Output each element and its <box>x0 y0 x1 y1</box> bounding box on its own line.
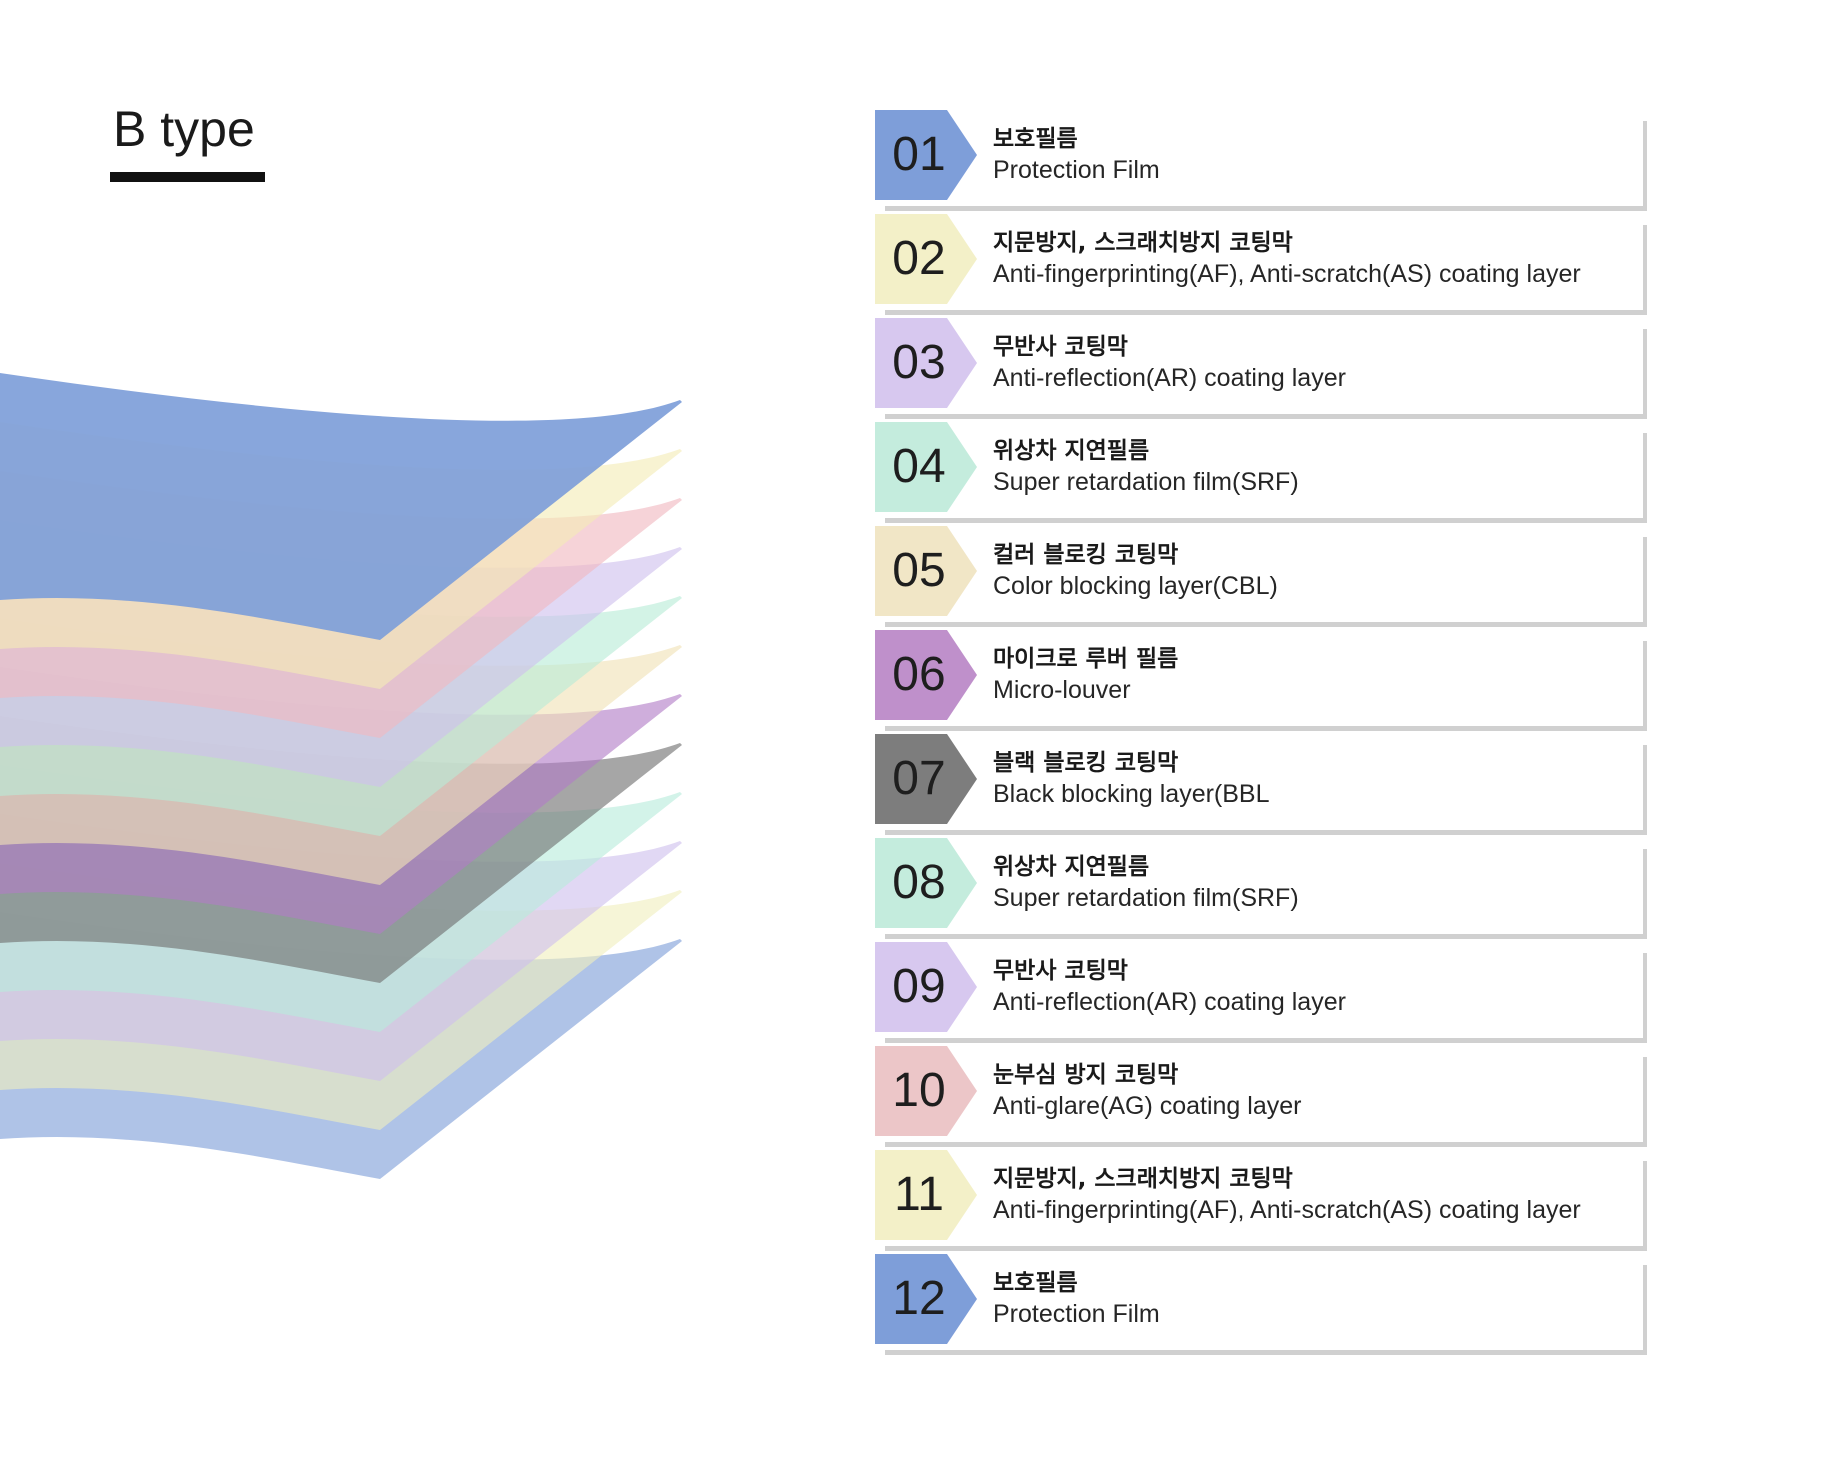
layer-card <box>881 740 1643 830</box>
layer-card <box>881 1260 1643 1350</box>
layer-name-korean: 무반사 코팅막 <box>993 334 1128 360</box>
layer-name-english: Anti-fingerprinting(AF), Anti-scratch(AS… <box>993 1196 1581 1224</box>
layer-name-korean: 컬러 블로킹 코팅막 <box>993 542 1179 568</box>
layer-name-english: Protection Film <box>993 1300 1160 1328</box>
layer-name-korean: 위상차 지연필름 <box>993 854 1150 880</box>
layer-sheet <box>0 373 682 640</box>
layer-name-english: Anti-glare(AG) coating layer <box>993 1092 1302 1120</box>
layer-name-korean: 지문방지, 스크래치방지 코팅막 <box>993 1166 1293 1192</box>
layer-item: 12 보호필름 Protection Film <box>875 1254 1645 1358</box>
layer-name-korean: 보호필름 <box>993 1270 1078 1296</box>
layer-name-english: Anti-reflection(AR) coating layer <box>993 988 1346 1016</box>
layer-name-english: Super retardation film(SRF) <box>993 884 1299 912</box>
layer-number: 02 <box>892 232 946 285</box>
layer-name-korean: 블랙 블로킹 코팅막 <box>993 750 1179 776</box>
layer-text: 위상차 지연필름 Super retardation film(SRF) <box>993 852 1299 914</box>
layer-name-english: Color blocking layer(CBL) <box>993 572 1278 600</box>
layer-number: 05 <box>892 544 946 597</box>
layer-text: 보호필름 Protection Film <box>993 1268 1160 1330</box>
layer-item: 01 보호필름 Protection Film <box>875 110 1645 214</box>
layer-card <box>881 636 1643 726</box>
layer-card <box>881 1156 1643 1246</box>
layer-number: 10 <box>892 1064 946 1117</box>
layer-text: 블랙 블로킹 코팅막 Black blocking layer(BBL <box>993 748 1270 810</box>
layer-name-english: Super retardation film(SRF) <box>993 468 1299 496</box>
layer-number: 01 <box>892 128 946 181</box>
layer-item: 03 무반사 코팅막 Anti-reflection(AR) coating lay… <box>875 318 1645 422</box>
layer-item: 02 지문방지, 스크래치방지 코팅막 Anti-fingerprinting(AF… <box>875 214 1645 318</box>
title-underline <box>110 172 265 182</box>
layer-name-korean: 마이크로 루버 필름 <box>993 646 1179 672</box>
layer-name-korean: 위상차 지연필름 <box>993 438 1150 464</box>
layer-card <box>881 532 1643 622</box>
layer-text: 마이크로 루버 필름 Micro-louver <box>993 644 1178 706</box>
layer-text: 무반사 코팅막 Anti-reflection(AR) coating layer <box>993 956 1346 1018</box>
layer-card <box>881 220 1643 310</box>
layer-number: 04 <box>892 440 946 493</box>
layer-item: 08 위상차 지연필름 Super retardation film(SRF) <box>875 838 1645 942</box>
layer-name-korean: 무반사 코팅막 <box>993 958 1128 984</box>
layer-name-english: Anti-reflection(AR) coating layer <box>993 364 1346 392</box>
layer-text: 보호필름 Protection Film <box>993 124 1160 186</box>
layer-item: 10 눈부심 방지 코팅막 Anti-glare(AG) coating layer <box>875 1046 1645 1150</box>
layer-card <box>881 116 1643 206</box>
layer-text: 무반사 코팅막 Anti-reflection(AR) coating layer <box>993 332 1346 394</box>
layer-name-english: Protection Film <box>993 156 1160 184</box>
layer-number: 08 <box>892 856 946 909</box>
layer-name-korean: 지문방지, 스크래치방지 코팅막 <box>993 230 1293 256</box>
layer-card <box>881 844 1643 934</box>
layer-card <box>881 428 1643 518</box>
layer-item: 05 컬러 블로킹 코팅막 Color blocking layer(CBL) <box>875 526 1645 630</box>
layer-number: 07 <box>892 752 946 805</box>
layer-item: 06 마이크로 루버 필름 Micro-louver <box>875 630 1645 734</box>
layer-name-english: Black blocking layer(BBL <box>993 780 1270 808</box>
layer-name-english: Anti-fingerprinting(AF), Anti-scratch(AS… <box>993 260 1581 288</box>
layer-text: 지문방지, 스크래치방지 코팅막 Anti-fingerprinting(AF),… <box>993 1164 1581 1226</box>
layer-card <box>881 1052 1643 1142</box>
layer-number: 03 <box>892 336 946 389</box>
layer-text: 눈부심 방지 코팅막 Anti-glare(AG) coating layer <box>993 1060 1301 1122</box>
layer-card <box>881 324 1643 414</box>
layer-item: 04 위상차 지연필름 Super retardation film(SRF) <box>875 422 1645 526</box>
layer-name-korean: 눈부심 방지 코팅막 <box>993 1062 1179 1088</box>
layer-number: 11 <box>894 1168 944 1221</box>
layer-text: 위상차 지연필름 Super retardation film(SRF) <box>993 436 1299 498</box>
diagram-title: B type <box>113 101 255 157</box>
layer-number: 12 <box>892 1272 946 1325</box>
layer-legend: 01 보호필름 Protection Film 02 지문방지, 스크래치방지 코팅막 A… <box>875 110 1645 1358</box>
layer-stack-illustration <box>0 373 682 1179</box>
layer-name-korean: 보호필름 <box>993 126 1078 152</box>
layer-item: 09 무반사 코팅막 Anti-reflection(AR) coating lay… <box>875 942 1645 1046</box>
layer-number: 09 <box>892 960 946 1013</box>
layer-text: 지문방지, 스크래치방지 코팅막 Anti-fingerprinting(AF),… <box>993 228 1581 290</box>
layer-number: 06 <box>892 648 946 701</box>
layer-card <box>881 948 1643 1038</box>
layer-item: 07 블랙 블로킹 코팅막 Black blocking layer(BBL <box>875 734 1645 838</box>
layer-text: 컬러 블로킹 코팅막 Color blocking layer(CBL) <box>993 540 1278 602</box>
layer-name-english: Micro-louver <box>993 676 1131 704</box>
layer-item: 11 지문방지, 스크래치방지 코팅막 Anti-fingerprinting(AF… <box>875 1150 1645 1254</box>
